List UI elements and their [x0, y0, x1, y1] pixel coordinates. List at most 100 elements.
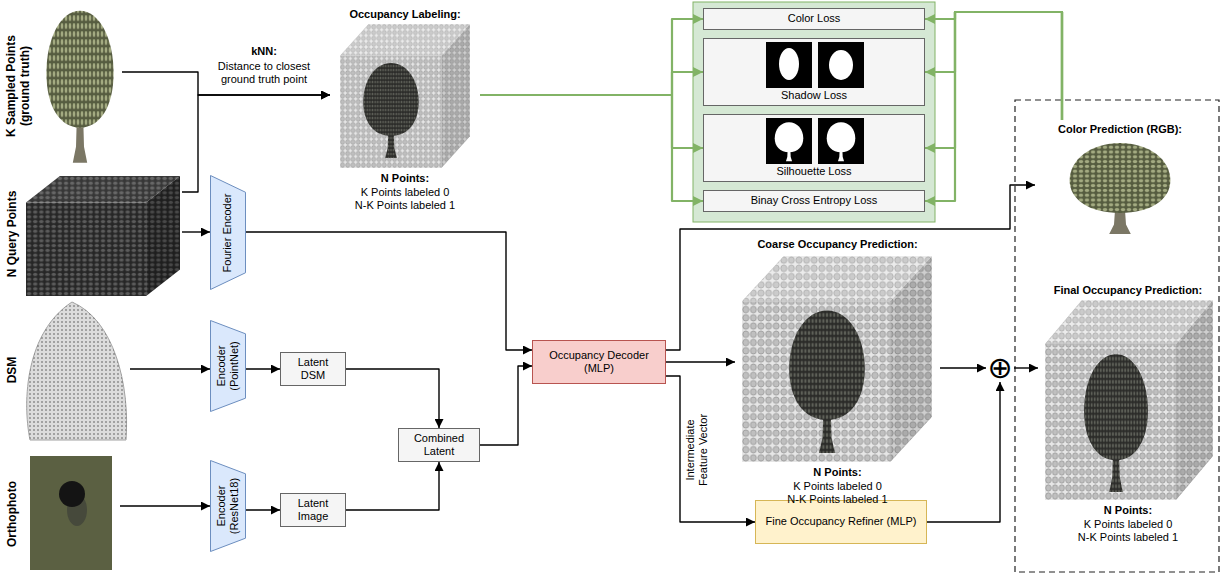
- node-title: Encoder (PointNet): [215, 335, 241, 397]
- refiner-box: Fine Occupancy Refiner (MLP): [755, 500, 927, 544]
- node-title: ⊕: [986, 354, 1014, 382]
- decoder-box: Occupancy Decoder (MLP): [532, 340, 666, 384]
- flow-arrow: [480, 366, 532, 445]
- encoder-trapezoid: Fourier Encoder: [210, 175, 246, 290]
- flow-arrow: [666, 185, 1035, 350]
- art-ellipse: [779, 48, 799, 80]
- latent-box: Combined Latent: [398, 428, 480, 462]
- art-path: [27, 302, 127, 440]
- sum-symbol: ⊕: [986, 354, 1014, 382]
- latent-box: Latent Image: [280, 493, 346, 527]
- node-title: Latent Image: [286, 497, 340, 523]
- node-text: K Points labeled 0: [1038, 518, 1218, 531]
- art-rect: [30, 456, 112, 570]
- orthophoto-image: [30, 456, 112, 570]
- node-text: N Points:: [1038, 504, 1218, 517]
- flow-arrow: [182, 231, 210, 232]
- coarse-prediction: Coarse Occupancy Prediction: N Points:K P…: [735, 236, 940, 506]
- node-title: Coarse Occupancy Prediction:: [735, 238, 940, 251]
- loss-box: Silhouette Loss: [703, 114, 925, 182]
- trapezoid-shape: [211, 176, 246, 290]
- node-title: Fine Occupancy Refiner (MLP): [766, 515, 917, 528]
- color-prediction: Color Prediction (RGB):: [1035, 120, 1205, 238]
- input-item: N Query Points: [2, 172, 182, 298]
- flow-arrow: [246, 509, 280, 510]
- node-title: Final Occupancy Prediction:: [1038, 284, 1218, 297]
- coarse-cube: [742, 256, 932, 462]
- loss-box: Color Loss: [703, 8, 925, 30]
- node-title: N Query Points: [5, 175, 19, 293]
- shadow-masks: [766, 42, 864, 88]
- art-use: [827, 122, 856, 161]
- loss-arrow: [480, 95, 703, 148]
- final-prediction: Final Occupancy Prediction: N Points:K Po…: [1038, 282, 1218, 550]
- loss-box: Shadow Loss: [703, 38, 925, 106]
- flow-arrow: [130, 368, 210, 369]
- art-use: [775, 122, 804, 161]
- loss-arrow: [925, 12, 1062, 120]
- node-title: Latent DSM: [286, 356, 340, 382]
- flow-arrow: [346, 462, 439, 510]
- loss-panel: [693, 2, 935, 222]
- input-item: K Sampled Points (ground truth): [2, 4, 122, 168]
- node-title: Color Loss: [788, 12, 841, 25]
- loss-arrow: [480, 95, 703, 201]
- edge-label: Intermediate Feature Vector: [684, 400, 710, 500]
- input-item: Orthophoto: [2, 452, 120, 574]
- encoder-trapezoid: Encoder (ResNet18): [210, 460, 246, 552]
- art-ellipse: [829, 50, 853, 80]
- flow-arrow: [182, 95, 330, 192]
- flow-arrow: [1014, 367, 1038, 368]
- loss-arrow: [480, 19, 703, 95]
- art-path: [27, 302, 127, 440]
- silhouette-masks: [766, 118, 864, 164]
- loss-arrow: [480, 72, 703, 95]
- art-rect: [818, 42, 864, 88]
- flow-arrow: [246, 232, 532, 350]
- node-text: N Points:: [735, 466, 940, 479]
- output-group-frame: [1015, 100, 1219, 572]
- input-item: DSM: [2, 300, 130, 445]
- node-title: K Sampled Points (ground truth): [4, 11, 33, 161]
- loss-arrow: [925, 12, 1062, 120]
- node-text: N Points:: [330, 172, 480, 185]
- edge-label: Distance to closest ground truth point: [206, 60, 322, 86]
- latent-box: Latent DSM: [280, 352, 346, 386]
- labeled-cube: [340, 24, 470, 168]
- loss-box-fill: [703, 114, 925, 182]
- flow-arrow: [346, 369, 439, 428]
- loss-arrow: [925, 12, 1062, 148]
- node-title: Binay Cross Entropy Loss: [751, 194, 878, 207]
- node-title: Occupancy Decoder (MLP): [538, 349, 660, 375]
- flow-arrow: [120, 505, 210, 506]
- node-title: Shadow Loss: [781, 89, 847, 102]
- node-text: N-K Points labeled 1: [330, 199, 480, 212]
- node-title: Combined Latent: [404, 432, 474, 458]
- node-title: Occupancy Labeling:: [330, 8, 480, 21]
- encoder-trapezoid: Encoder (PointNet): [210, 320, 246, 412]
- node-title: Orthophoto: [5, 459, 19, 569]
- query-point-cube: [26, 176, 180, 296]
- art-circle: [59, 481, 85, 507]
- loss-arrow: [925, 12, 1062, 201]
- node-title: DSM: [5, 320, 19, 420]
- flow-arrow: [246, 368, 280, 369]
- node-title: Silhouette Loss: [776, 165, 851, 178]
- loss-box-fill: [703, 8, 925, 30]
- occupancy-labeling: Occupancy Labeling: N Points:K Points lab…: [330, 6, 480, 216]
- ground-truth-tree: [46, 11, 113, 163]
- flow-arrow: [940, 367, 986, 368]
- node-text: N-K Points labeled 1: [735, 493, 940, 506]
- final-tree: [1084, 354, 1148, 492]
- flow-arrow: [927, 382, 1000, 522]
- art-rect: [766, 42, 812, 88]
- node-title: Color Prediction (RGB):: [1035, 123, 1205, 136]
- node-title: Encoder (ResNet18): [215, 475, 241, 537]
- node-text: K Points labeled 0: [735, 480, 940, 493]
- node-text: K Points labeled 0: [330, 186, 480, 199]
